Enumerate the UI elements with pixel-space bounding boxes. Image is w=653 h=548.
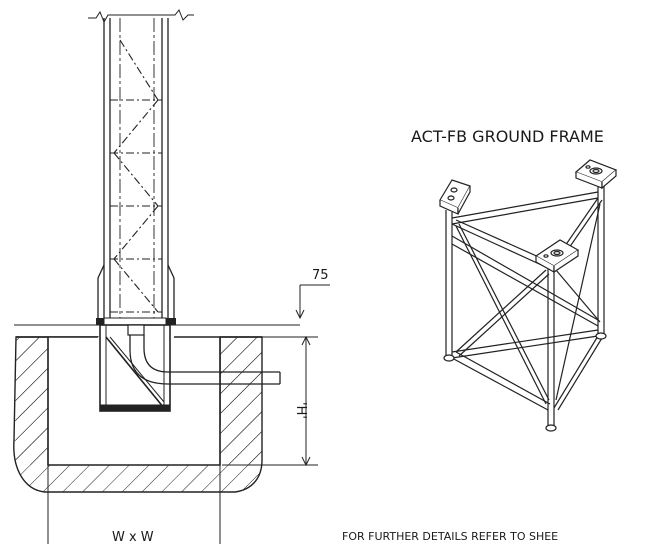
height-dimension-label: 'H' bbox=[293, 402, 308, 419]
ground-frame-section bbox=[99, 324, 281, 412]
further-details-note: FOR FURTHER DETAILS REFER TO SHEE bbox=[342, 530, 558, 543]
ground-frame-isometric bbox=[439, 159, 618, 432]
tower-mast bbox=[88, 9, 194, 318]
mounting-plate-front bbox=[534, 239, 580, 274]
mounting-plate-right bbox=[574, 159, 618, 190]
dimension-lines bbox=[47, 284, 330, 544]
offset-dimension-label: 75 bbox=[312, 268, 329, 283]
tower-base-plate bbox=[96, 317, 176, 326]
foundation-concrete bbox=[13, 324, 300, 493]
frame-title: ACT-FB GROUND FRAME bbox=[411, 127, 604, 146]
mounting-plate-left bbox=[439, 179, 471, 215]
width-dimension-label: W x W bbox=[112, 530, 154, 544]
